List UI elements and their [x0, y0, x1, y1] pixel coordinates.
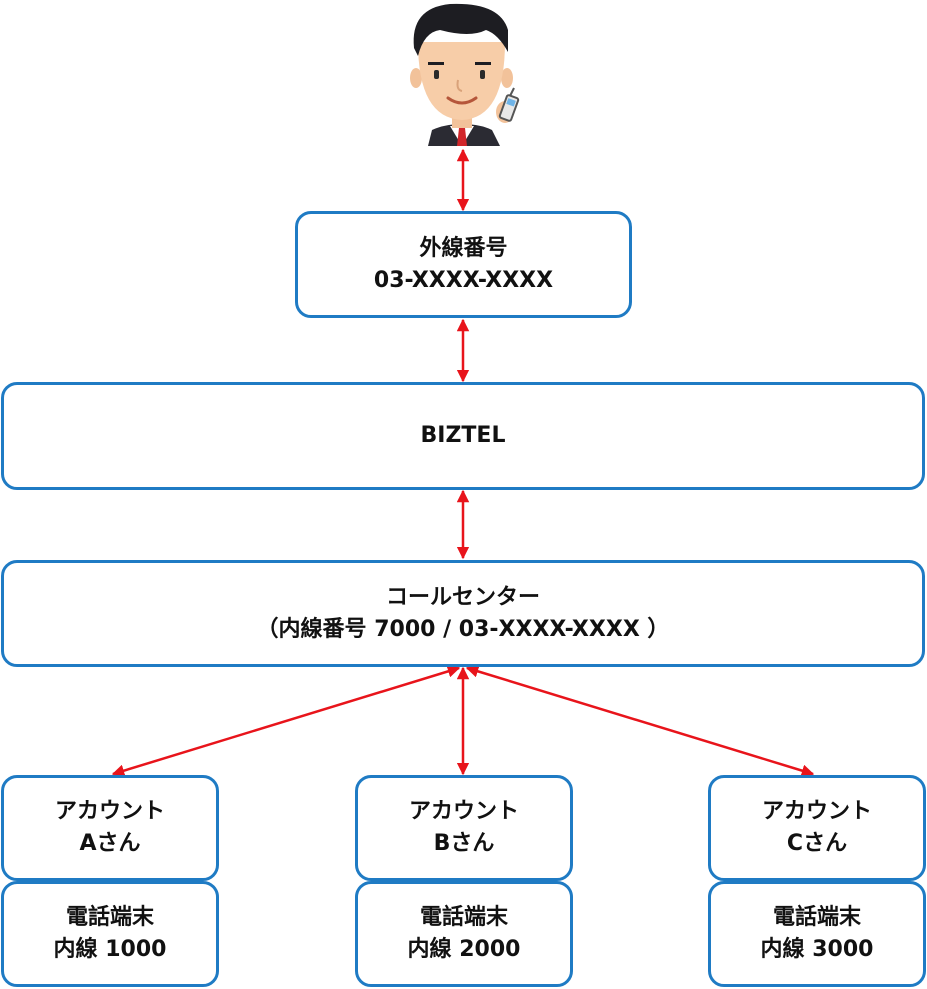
biztel-box: BIZTEL	[1, 382, 925, 490]
call-center-box: コールセンター （内線番号 7000 / 03-XXXX-XXXX ）	[1, 560, 925, 667]
device-a-box: 電話端末 内線 1000	[1, 881, 219, 987]
account-name: Cさん	[786, 831, 848, 856]
call-center-title: コールセンター	[385, 584, 540, 610]
account-label: アカウント	[408, 799, 519, 824]
account-name: Bさん	[433, 831, 495, 856]
device-extension: 内線 3000	[760, 937, 874, 962]
device-label: 電話端末	[772, 905, 861, 930]
device-label: 電話端末	[419, 905, 508, 930]
account-name: Aさん	[79, 831, 141, 856]
account-a-box: アカウント Aさん	[1, 775, 219, 881]
arrow-callcenter-account-a	[111, 665, 461, 777]
device-b-box: 電話端末 内線 2000	[355, 881, 573, 987]
external-number-box: 外線番号 03-XXXX-XXXX	[295, 211, 632, 318]
external-number-value: 03-XXXX-XXXX	[373, 267, 554, 293]
arrow-callcenter-account-c	[465, 665, 815, 777]
account-c-box: アカウント Cさん	[708, 775, 926, 881]
device-c-box: 電話端末 内線 3000	[708, 881, 926, 987]
account-label: アカウント	[761, 799, 872, 824]
device-extension: 内線 2000	[407, 937, 521, 962]
call-center-numbers: （内線番号 7000 / 03-XXXX-XXXX ）	[256, 616, 670, 642]
external-number-title: 外線番号	[419, 235, 508, 261]
account-b-box: アカウント Bさん	[355, 775, 573, 881]
device-extension: 内線 1000	[53, 937, 167, 962]
account-label: アカウント	[54, 799, 165, 824]
device-label: 電話端末	[65, 905, 154, 930]
biztel-label: BIZTEL	[420, 423, 506, 448]
